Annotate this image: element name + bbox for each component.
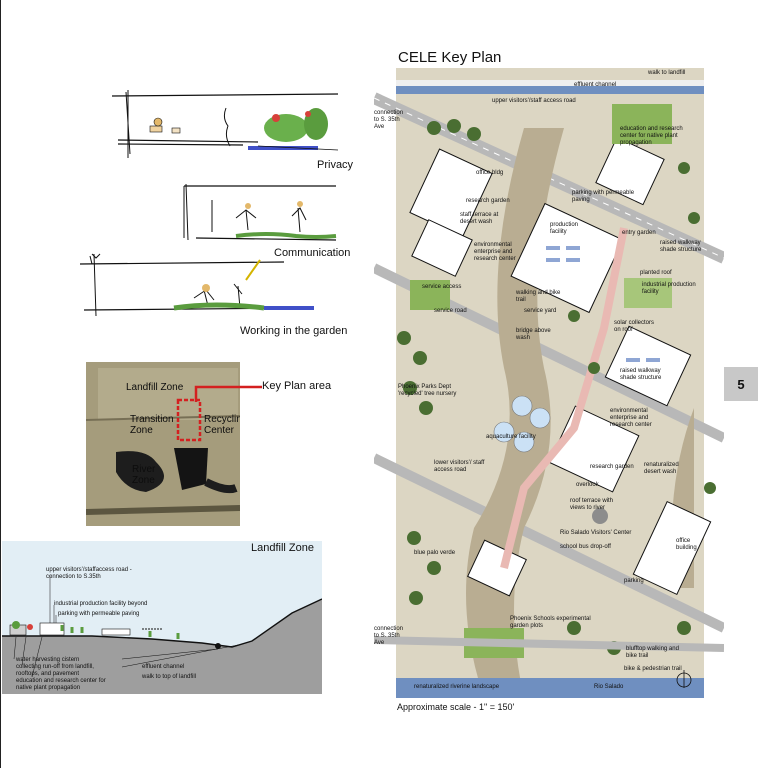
privacy-sketch — [111, 90, 339, 158]
section-title: Landfill Zone — [251, 542, 314, 554]
plan-label-rio-salado-center: Rio Salado Visitors' Center — [560, 530, 632, 536]
plan-label-rio-salado: Rio Salado — [594, 684, 624, 690]
plan-label-renaturalized-wash: renaturalized desert wash — [644, 462, 679, 475]
section-label-parking: parking with permeable paving — [58, 611, 140, 617]
plan-label-bike-ped: bike & pedestrian trail — [624, 666, 682, 672]
plan-label-research-garden-mid: research garden — [590, 464, 634, 470]
section-label-native: native plant propagation — [16, 685, 81, 691]
plan-label-phoenix-schools: Phoenix Schools experimental garden plot… — [510, 616, 591, 629]
plan-label-service-road: service road — [434, 308, 467, 314]
plan-label-phoenix-parks: Phoenix Parks Dept 'recycled' tree nurse… — [398, 384, 457, 397]
plan-label-entry-garden: entry garden — [622, 230, 656, 236]
sketch-label-communication: Communication — [274, 247, 351, 259]
plan-label-connection-bottom: connection to S. 35th Ave — [374, 626, 404, 646]
plan-label-education-center: education and research center for native… — [620, 126, 683, 146]
left-frame-line — [0, 0, 1, 768]
section-label-collecting: collecting run-off from landfill, — [16, 664, 94, 670]
page-number: 5 — [737, 376, 745, 392]
plan-label-bridge: bridge above wash — [516, 328, 551, 341]
plan-label-school-bus: school bus drop-off — [560, 544, 611, 550]
sketch-label-privacy: Privacy — [317, 159, 354, 171]
plan-label-solar: solar collectors on roof — [614, 320, 655, 333]
plan-label-renaturalized-riverine: renaturalized riverine landscape — [414, 684, 500, 690]
plan-label-effluent-channel: effluent channel — [574, 82, 617, 88]
aerial-label-river: River Zone — [132, 464, 156, 486]
plan-label-aquaculture: aquaculture facility — [486, 434, 536, 440]
plan-label-office-building: office building — [676, 538, 697, 551]
plan-label-production-facility: production facility — [550, 222, 579, 235]
section-label-upper-road-2: connection to S.35th — [46, 574, 101, 580]
communication-sketch — [183, 183, 337, 241]
section-label-walk: walk to top of landfill — [142, 674, 197, 680]
aerial-photo: Landfill Zone Transition Zone Recycling … — [86, 362, 240, 526]
plan-scale: Approximate scale - 1" = 150' — [397, 702, 515, 712]
plan-label-service-yard: service yard — [524, 308, 557, 314]
section-label-education: education and research center for — [16, 678, 106, 684]
landfill-section: Landfill Zone upper visitors'/staffacces… — [2, 541, 322, 694]
plan-label-planted-roof: planted roof — [640, 270, 672, 276]
section-label-rooftops: rooftops, and pavement — [16, 671, 80, 677]
working-garden-sketch — [79, 253, 314, 317]
plan-label-industrial-production: industrial production facility — [642, 282, 696, 295]
plan-label-connection-top: connection to S. 35th Ave — [374, 110, 404, 130]
plan-label-overlook: overlook — [576, 482, 599, 488]
plan-label-raised-walkway-mid: raised walkway shade structure — [620, 368, 662, 381]
plan-label-parking-low: parking — [624, 578, 644, 584]
sketch-label-working: Working in the garden — [240, 325, 348, 337]
section-label-effluent: effluent channel — [142, 664, 185, 670]
plan-label-research-garden-top: research garden — [466, 198, 510, 204]
plan-label-raised-walkway-top: raised walkway shade structure — [660, 240, 702, 253]
section-label-industrial: industrial production facility beyond — [54, 601, 148, 607]
plan-title: CELE Key Plan — [398, 49, 502, 66]
plan-label-env-enterprise-top: environmental enterprise and research ce… — [474, 242, 516, 262]
section-label-upper-road: upper visitors'/staffaccess road - — [46, 567, 132, 573]
plan-label-service-access: service access — [422, 284, 462, 290]
plan-label-roof-terrace: roof terrace with views to river — [570, 498, 614, 511]
key-plan-area-label: Key Plan area — [262, 380, 332, 392]
plan-label-upper-access: upper visitors'/staff access road — [492, 98, 576, 104]
aerial-label-landfill: Landfill Zone — [126, 382, 184, 393]
aerial-label-recycling: Recycling Center — [204, 414, 240, 436]
plan-label-staff-terrace: staff terrace at desert wash — [460, 212, 499, 225]
page-number-badge: 5 — [724, 367, 758, 401]
aerial-label-transition: Transition Zone — [130, 414, 174, 436]
plan-label-parking-permeable: parking with permeable paving — [572, 190, 635, 203]
plan-label-env-enterprise-mid: environmental enterprise and research ce… — [610, 408, 652, 428]
plan-label-office-bldg: office bldg — [476, 170, 504, 176]
plan-label-walking-bike: walking and bike trail — [516, 290, 561, 303]
key-plan: effluent channel walk to landfill upper … — [374, 68, 724, 698]
plan-label-lower-access: lower visitors'/ staff access road — [434, 460, 485, 473]
plan-label-blue-palo: blue palo verde — [414, 550, 456, 556]
plan-label-bluff-trail: blufftop walking and bike trail — [626, 646, 679, 659]
section-label-cistern: water harvesting cistern — [16, 657, 80, 663]
plan-label-walk-to-landfill: walk to landfill — [648, 70, 686, 76]
key-plan-pointer — [194, 385, 262, 402]
